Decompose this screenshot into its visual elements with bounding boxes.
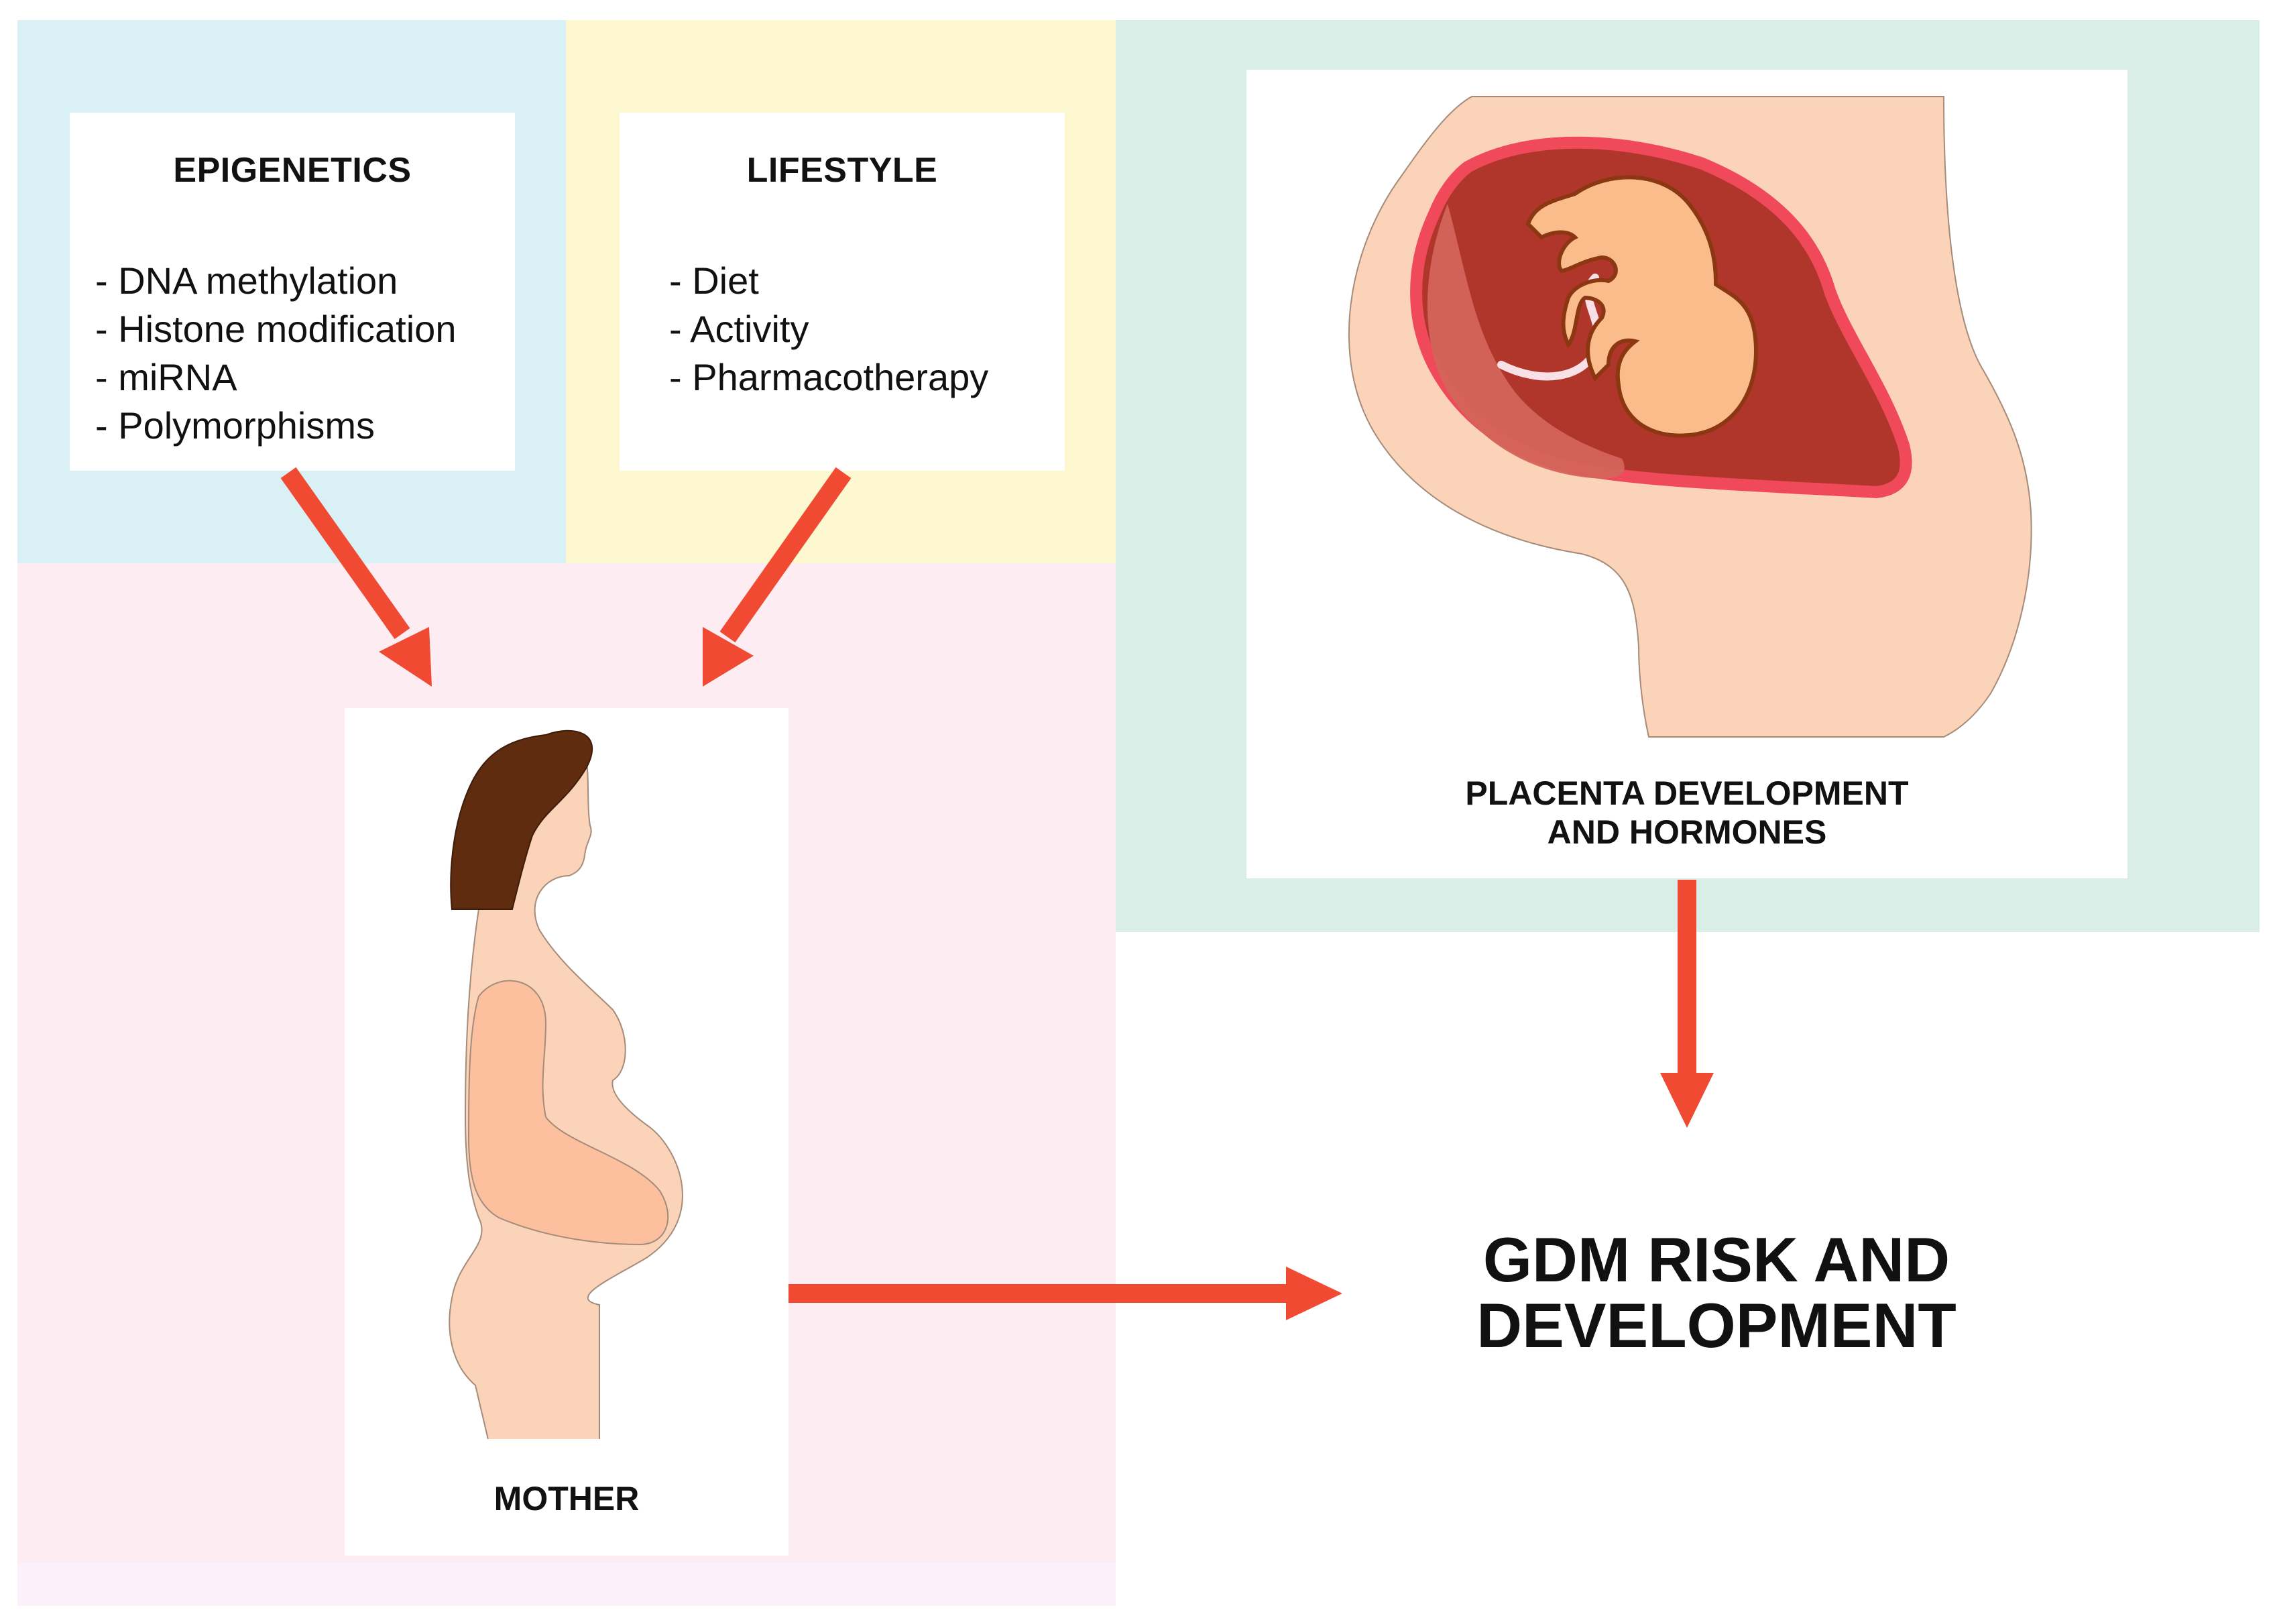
epigenetics-card: EPIGENETICS DNA methylation Histone modi… — [70, 113, 515, 471]
list-item: miRNA — [95, 353, 456, 402]
list-item: Histone modification — [95, 305, 456, 353]
lifestyle-card: LIFESTYLE Diet Activity Pharmacotherapy — [620, 113, 1065, 471]
mother-region-bottom-strip — [17, 1562, 1116, 1606]
lifestyle-list: Diet Activity Pharmacotherapy — [669, 257, 988, 402]
placenta-label-line1: PLACENTA DEVELOPMENT — [1465, 774, 1909, 812]
list-item: Activity — [669, 305, 988, 353]
outcome-title: GDM RISK AND DEVELOPMENT — [1368, 1227, 2065, 1358]
mother-arm — [467, 980, 669, 1246]
fetus-in-womb-icon — [1348, 96, 2032, 738]
arrow-mother-to-outcome — [789, 1267, 1342, 1320]
placenta-card: PLACENTA DEVELOPMENT AND HORMONES — [1246, 70, 2127, 878]
fetus — [1525, 175, 1759, 438]
outcome-line2: DEVELOPMENT — [1476, 1290, 1957, 1360]
placenta — [1427, 204, 1625, 479]
arrow-lifestyle-to-mother — [703, 467, 852, 687]
pregnant-woman-icon — [449, 730, 683, 1439]
mother-label: MOTHER — [493, 1480, 640, 1517]
arrow-epigenetics-to-mother — [280, 467, 432, 687]
arrow-placenta-to-outcome — [1660, 880, 1714, 1128]
outcome-line1: GDM RISK AND — [1482, 1224, 1950, 1295]
list-item: Pharmacotherapy — [669, 353, 988, 402]
lifestyle-title: LIFESTYLE — [746, 151, 938, 190]
list-item: Diet — [669, 257, 988, 305]
list-item: Polymorphisms — [95, 402, 456, 450]
epigenetics-list: DNA methylation Histone modification miR… — [95, 257, 456, 450]
mother-hair — [450, 730, 593, 910]
mother-body — [449, 747, 683, 1439]
mother-card: MOTHER — [345, 708, 789, 1556]
list-item: DNA methylation — [95, 257, 456, 305]
epigenetics-title: EPIGENETICS — [173, 151, 412, 190]
placenta-label-line2: AND HORMONES — [1547, 813, 1827, 851]
